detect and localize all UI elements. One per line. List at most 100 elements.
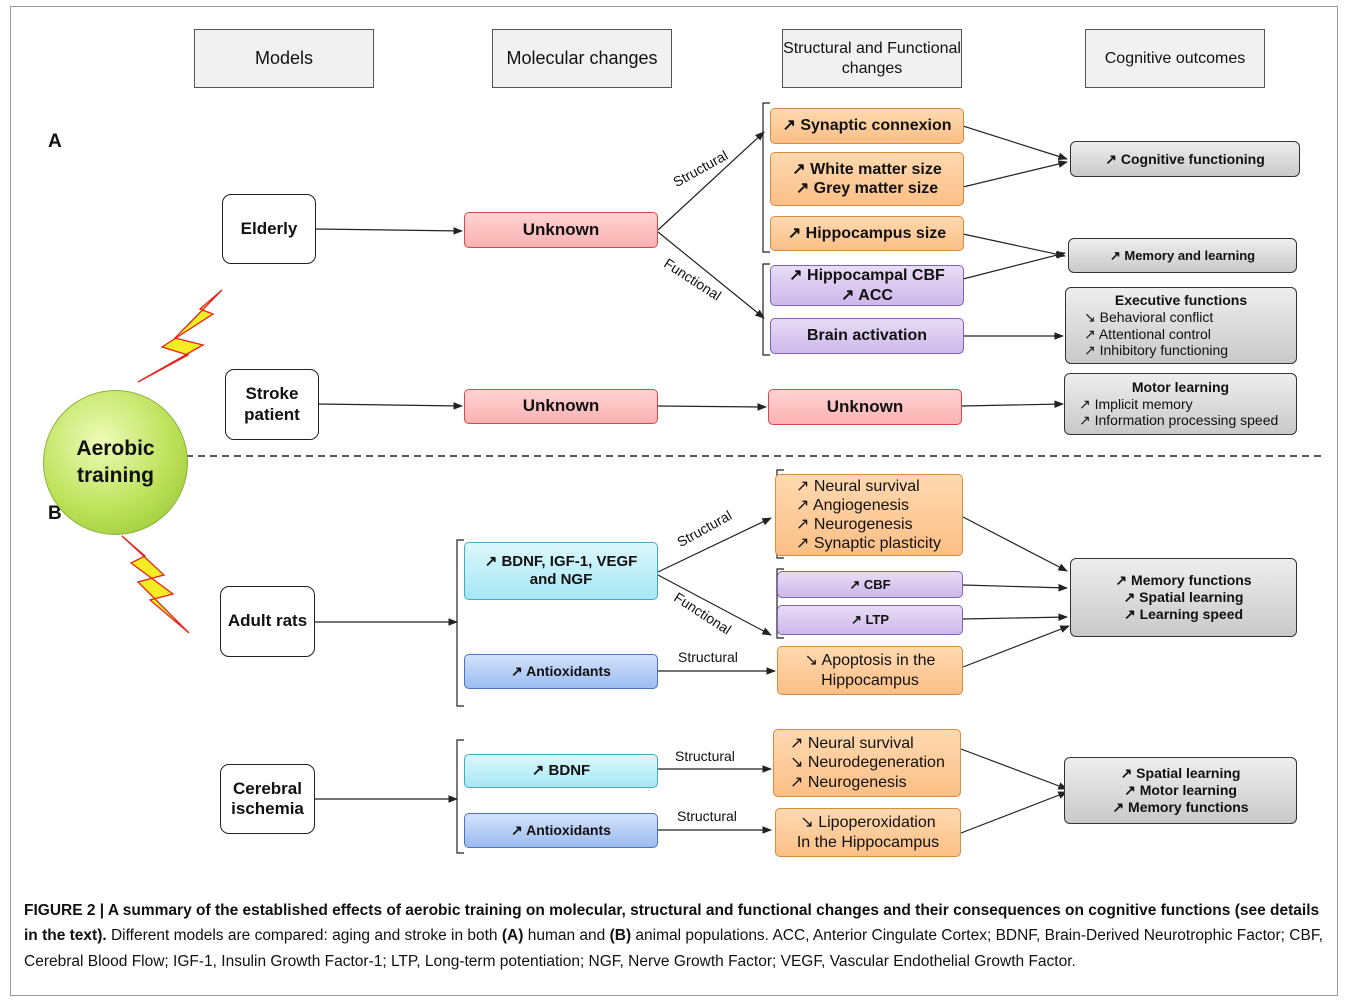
arrow-bdnf-structural xyxy=(657,517,772,573)
isch-neurogenesis: ↗ Neurogenesis xyxy=(790,773,907,791)
change-synaptic-connexion: ↗ Synaptic connexion xyxy=(770,108,964,144)
label-structural-antiox-isch: Structural xyxy=(677,808,737,824)
rats-speed: ↗ Learning speed xyxy=(1123,605,1244,622)
ischemia-line1: Cerebral xyxy=(233,778,302,798)
isch-motor: ↗ Motor learning xyxy=(1124,782,1237,799)
arrow-cbf-outcome xyxy=(962,583,1068,592)
molecular-ischemia-antioxidants: ↗ Antioxidants xyxy=(464,813,658,848)
outcome-ischemia: ↗ Spatial learning ↗ Motor learning ↗ Me… xyxy=(1064,757,1297,824)
molecular-rats-antioxidants: ↗ Antioxidants xyxy=(464,654,658,689)
caption-text1: Different models are compared: aging and… xyxy=(106,927,502,945)
arrow-ltp-outcome xyxy=(962,613,1068,622)
model-cerebral-ischemia: Cerebral ischemia xyxy=(220,764,315,834)
outcome-motor-learning: Motor learning ↗ Implicit memory ↗ Infor… xyxy=(1064,373,1297,435)
hippocampal-cbf: ↗ Hippocampal CBF xyxy=(789,267,945,285)
arrow-synaptic-cognitive xyxy=(962,125,1068,161)
label-structural-antiox: Structural xyxy=(678,649,738,665)
header-cognitive: Cognitive outcomes xyxy=(1085,29,1265,88)
apoptosis-line2: Hippocampus xyxy=(821,671,919,689)
model-adult-rats: Adult rats xyxy=(220,586,315,657)
rats-neural-survival: ↗ Neural survival xyxy=(796,477,920,495)
outcome-executive-functions: Executive functions ↘ Behavioral conflic… xyxy=(1065,287,1297,364)
molecular-rats-factors: ↗ BDNF, IGF-1, VEGF and NGF xyxy=(464,542,658,600)
change-brain-activation: Brain activation xyxy=(770,318,964,354)
arrow-elderly-unknown xyxy=(315,227,463,235)
figure-frame xyxy=(10,6,1338,996)
caption-a: (A) xyxy=(501,927,524,945)
bracket-structural-a xyxy=(762,102,770,253)
lightning-bolt-top xyxy=(137,289,223,383)
change-ischemia-bdnf: ↗ Neural survival ↘ Neurodegeneration ↗ … xyxy=(773,729,961,797)
molecular-stroke-unknown: Unknown xyxy=(464,389,658,424)
exec-inhibitory: ↗ Inhibitory functioning xyxy=(1084,342,1229,359)
rats-factors-line2: and NGF xyxy=(529,571,593,588)
bracket-ischemia xyxy=(456,739,464,854)
change-rats-structural: ↗ Neural survival ↗ Angiogenesis ↗ Neuro… xyxy=(775,474,963,556)
caption-title: FIGURE 2 | A summary of the established … xyxy=(24,902,1320,945)
molecular-ischemia-bdnf: ↗ BDNF xyxy=(464,754,658,788)
outcome-rats: ↗ Memory functions ↗ Spatial learning ↗ … xyxy=(1070,558,1297,637)
bracket-rats xyxy=(456,539,464,707)
caption-b: (B) xyxy=(609,927,632,945)
header-molecular: Molecular changes xyxy=(492,29,672,88)
caption-text3: animal populations. ACC, Anterior Cingul… xyxy=(24,927,1323,970)
model-stroke: Stroke patient xyxy=(225,369,319,440)
rats-spatial: ↗ Spatial learning xyxy=(1123,589,1244,606)
ischemia-line2: ischemia xyxy=(231,799,304,818)
arrow-isch-lipo-outcome xyxy=(960,791,1068,834)
header-structural: Structural and Functional changes xyxy=(782,29,962,88)
white-matter: ↗ White matter size xyxy=(792,160,942,178)
rats-neurogenesis: ↗ Neurogenesis xyxy=(796,516,913,533)
model-elderly: Elderly xyxy=(222,194,316,264)
arrow-unknown-structural xyxy=(657,131,765,231)
bracket-functional-a xyxy=(762,263,770,356)
arrow-bdnf-functional xyxy=(657,574,772,636)
lipo-line2: In the Hippocampus xyxy=(796,833,940,851)
outcome-cognitive-functioning: ↗ Cognitive functioning xyxy=(1070,141,1300,177)
rats-synaptic-plasticity: ↗ Synaptic plasticity xyxy=(796,535,942,553)
panel-label-a: A xyxy=(48,131,62,152)
outcome-memory-learning: ↗ Memory and learning xyxy=(1068,238,1297,273)
arrow-matter-cognitive xyxy=(962,160,1068,188)
aerobic-line2: training xyxy=(77,463,154,487)
exec-title: Executive functions xyxy=(1114,291,1248,308)
motor-implicit: ↗ Implicit memory xyxy=(1079,395,1193,412)
arrow-hippo-memory xyxy=(962,233,1066,258)
isch-memory: ↗ Memory functions xyxy=(1112,798,1249,815)
change-rats-ltp: ↗ LTP xyxy=(777,605,963,635)
arrow-isch-neural-outcome xyxy=(960,748,1068,790)
arrow-cbf-memory xyxy=(962,251,1066,280)
figure-caption: FIGURE 2 | A summary of the established … xyxy=(24,898,1324,974)
aerobic-training-node: Aerobic training xyxy=(43,390,188,535)
lipo-line1: ↘ Lipoperoxidation xyxy=(800,814,936,832)
change-stroke-unknown: Unknown xyxy=(768,389,962,425)
stroke-line1: Stroke xyxy=(245,384,299,404)
change-hippocampus-size: ↗ Hippocampus size xyxy=(770,216,964,251)
apoptosis-line1: ↘ Apoptosis in the xyxy=(804,652,936,670)
label-structural-bdnf-isch: Structural xyxy=(675,748,735,764)
change-matter-size: ↗ White matter size ↗ Grey matter size xyxy=(770,152,964,206)
arrow-stroke-unknown xyxy=(317,402,463,410)
arrow-apop-outcome xyxy=(962,625,1070,668)
change-hippocampal-cbf: ↗ Hippocampal CBF ↗ ACC xyxy=(770,265,964,306)
caption-text2: human and xyxy=(523,927,610,945)
rats-memory: ↗ Memory functions xyxy=(1115,572,1252,589)
isch-neurodegeneration: ↘ Neurodegeneration xyxy=(790,754,945,772)
acc: ↗ ACC xyxy=(841,286,893,304)
change-rats-apoptosis: ↘ Apoptosis in the Hippocampus xyxy=(777,646,963,695)
molecular-elderly-unknown: Unknown xyxy=(464,212,658,248)
change-ischemia-lipoperoxidation: ↘ Lipoperoxidation In the Hippocampus xyxy=(775,808,961,857)
stroke-line2: patient xyxy=(244,404,300,424)
isch-spatial: ↗ Spatial learning xyxy=(1120,765,1241,782)
bracket-rats-functional xyxy=(776,568,784,639)
lightning-bolt-bottom xyxy=(121,535,190,634)
header-models: Models xyxy=(194,29,374,88)
exec-behavioral: ↘ Behavioral conflict xyxy=(1084,308,1214,325)
arrow-unknown-motor xyxy=(961,400,1064,409)
arrow-rats-struct-outcome xyxy=(962,516,1068,572)
rats-angiogenesis: ↗ Angiogenesis xyxy=(796,496,910,514)
aerobic-line1: Aerobic xyxy=(76,437,155,461)
arrow-unknown-unknown xyxy=(656,403,767,411)
motor-title: Motor learning xyxy=(1131,378,1230,395)
